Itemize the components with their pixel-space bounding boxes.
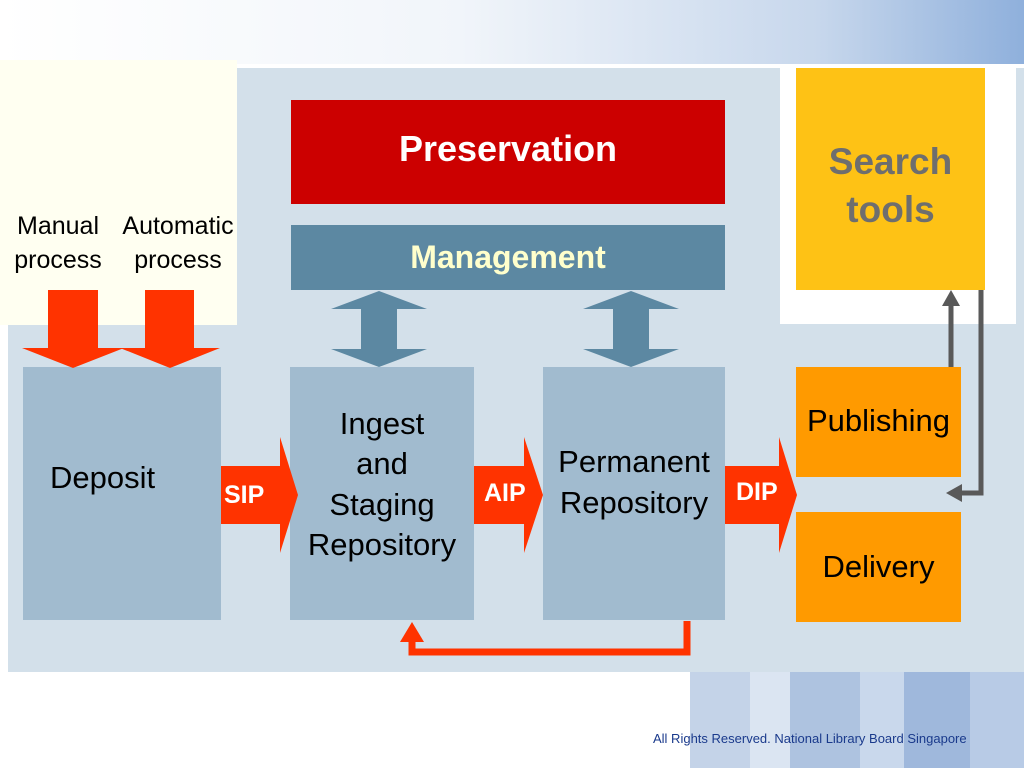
dip-arrow bbox=[725, 437, 797, 553]
search-tools-box: Search tools bbox=[796, 68, 985, 290]
search-to-delivery-line bbox=[958, 290, 984, 496]
permanent-line2: Repository bbox=[559, 484, 709, 520]
publishing-box: Publishing bbox=[796, 367, 961, 477]
manual-process-label: Manual process bbox=[8, 210, 108, 278]
ingest-line1: Ingest bbox=[339, 405, 425, 441]
automatic-line1: Automatic bbox=[122, 212, 234, 240]
automatic-down-arrow bbox=[120, 290, 220, 368]
header-gradient bbox=[0, 0, 1024, 64]
aip-arrow bbox=[474, 437, 543, 553]
delivery-label: Delivery bbox=[822, 549, 935, 584]
loop-arrowhead bbox=[400, 622, 424, 642]
search-tools-line2: tools bbox=[846, 189, 935, 231]
deposit-label: Deposit bbox=[50, 460, 156, 496]
management-ingest-double-arrow bbox=[331, 291, 427, 367]
manual-line2: process bbox=[14, 245, 102, 274]
publishing-label: Publishing bbox=[806, 403, 951, 438]
automatic-process-label: Automatic process bbox=[113, 210, 243, 278]
permanent-to-ingest-loop bbox=[408, 621, 691, 656]
sip-arrow bbox=[221, 437, 298, 553]
deposit-box: Deposit bbox=[23, 367, 221, 620]
left-cream-panel bbox=[0, 60, 237, 325]
management-permanent-double-arrow bbox=[583, 291, 679, 367]
management-box: Management bbox=[291, 225, 725, 290]
footer-stripes bbox=[690, 672, 1024, 768]
manual-line1: Manual bbox=[17, 212, 99, 240]
permanent-repository-box: Permanent Repository bbox=[543, 367, 725, 620]
ingest-line4: Repository bbox=[307, 526, 457, 562]
ingest-line3: Staging bbox=[329, 486, 435, 522]
ingest-line2: and bbox=[356, 446, 408, 482]
sip-label: SIP bbox=[224, 481, 265, 509]
delivery-box: Delivery bbox=[796, 512, 961, 622]
dip-label: DIP bbox=[736, 478, 778, 506]
search-tools-line1: Search bbox=[828, 141, 953, 182]
aip-label: AIP bbox=[484, 479, 526, 507]
ingest-staging-box: Ingest and Staging Repository bbox=[290, 367, 474, 620]
permanent-line1: Permanent bbox=[558, 444, 710, 480]
manual-down-arrow bbox=[22, 290, 124, 368]
preservation-title: Preservation bbox=[398, 128, 618, 169]
delivery-arrowhead bbox=[946, 484, 962, 502]
management-title: Management bbox=[410, 239, 606, 275]
search-arrowhead bbox=[942, 290, 960, 306]
preservation-box: Preservation bbox=[291, 100, 725, 204]
copyright-footer: All Rights Reserved. National Library Bo… bbox=[653, 731, 967, 746]
automatic-line2: process bbox=[134, 245, 222, 274]
